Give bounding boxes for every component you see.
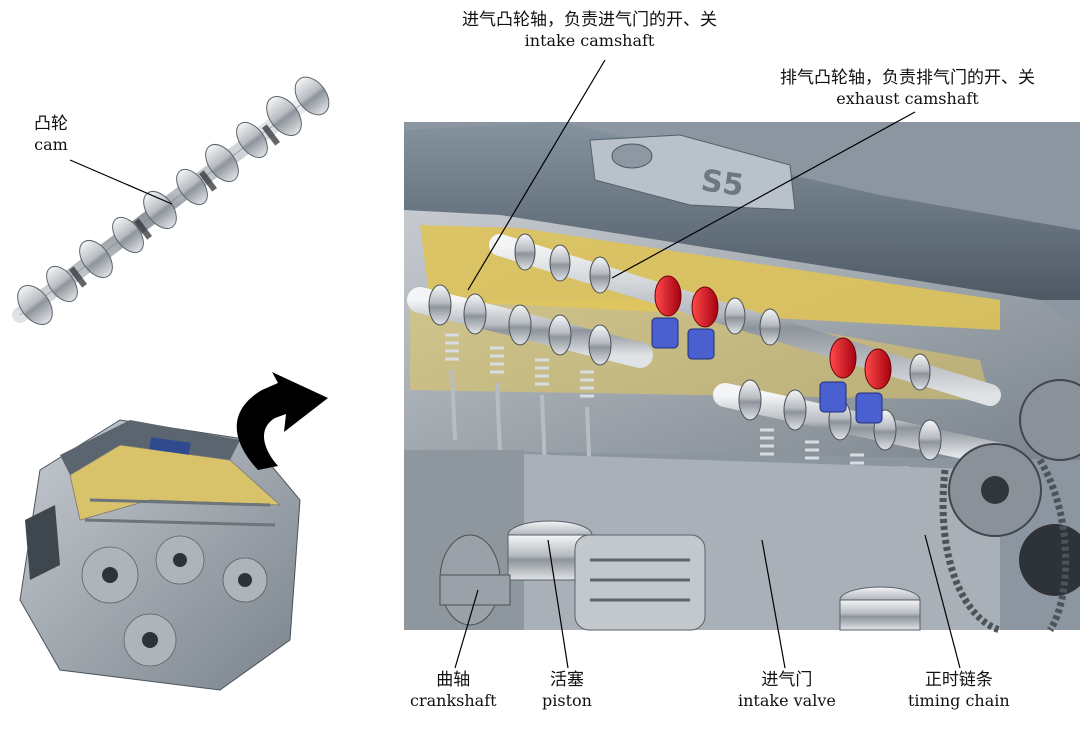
label-cam-zh: 凸轮 bbox=[34, 114, 68, 134]
leader-line-cam bbox=[69, 159, 173, 205]
leader-line-crankshaft bbox=[454, 589, 479, 669]
label-timing-chain-zh: 正时链条 bbox=[924, 670, 993, 690]
leader-line-intake-valve bbox=[761, 539, 786, 669]
label-crankshaft-zh: 曲轴 bbox=[436, 670, 471, 690]
label-intake-camshaft-zh: 进气凸轮轴，负责进气门的开、关 bbox=[462, 10, 717, 30]
label-cam: 凸轮 cam bbox=[34, 114, 68, 155]
label-intake-camshaft-en: intake camshaft bbox=[524, 31, 655, 51]
curved-arrow-icon bbox=[236, 372, 328, 470]
engine-overview-illustration bbox=[19, 419, 301, 691]
leader-line-piston bbox=[547, 539, 569, 669]
label-timing-chain: 正时链条 timing chain bbox=[908, 670, 1010, 711]
leader-line-intake-camshaft bbox=[467, 59, 606, 291]
label-piston-en: piston bbox=[542, 691, 592, 711]
label-exhaust-camshaft: 排气凸轮轴，负责排气门的开、关 exhaust camshaft bbox=[780, 68, 1035, 109]
label-piston: 活塞 piston bbox=[542, 670, 592, 711]
svg-text:S5: S5 bbox=[699, 163, 746, 204]
engine-cutaway-illustration: S5 bbox=[404, 122, 1080, 634]
label-intake-valve: 进气门 intake valve bbox=[738, 670, 836, 711]
label-cam-en: cam bbox=[34, 135, 68, 155]
leader-line-timing-chain bbox=[924, 534, 961, 669]
leader-line-exhaust-camshaft bbox=[611, 111, 916, 279]
label-intake-valve-en: intake valve bbox=[738, 691, 836, 711]
label-exhaust-camshaft-zh: 排气凸轮轴，负责排气门的开、关 bbox=[780, 68, 1035, 88]
label-exhaust-camshaft-en: exhaust camshaft bbox=[836, 89, 979, 109]
label-intake-camshaft: 进气凸轮轴，负责进气门的开、关 intake camshaft bbox=[462, 10, 717, 51]
label-crankshaft-en: crankshaft bbox=[410, 691, 497, 711]
leader-lines bbox=[69, 59, 961, 669]
camshaft-illustration bbox=[12, 76, 330, 325]
label-timing-chain-en: timing chain bbox=[908, 691, 1010, 711]
label-intake-valve-zh: 进气门 bbox=[761, 670, 813, 690]
label-piston-zh: 活塞 bbox=[549, 670, 584, 690]
label-crankshaft: 曲轴 crankshaft bbox=[410, 670, 497, 711]
